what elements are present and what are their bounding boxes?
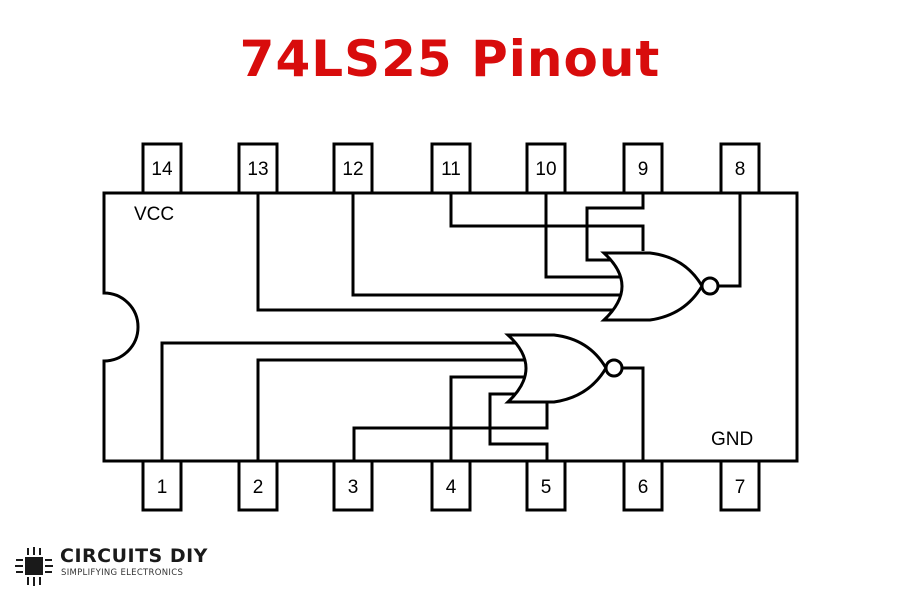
gnd-label: GND: [711, 429, 753, 450]
wire-pin12: [351, 193, 622, 297]
pin-label: 3: [348, 477, 359, 498]
wire-pin8: [718, 193, 742, 288]
pin-box-6: [622, 459, 664, 512]
pin-box-8: [719, 142, 761, 195]
vcc-label: VCC: [134, 204, 174, 225]
pin-box-14: [141, 142, 183, 195]
circuits-diy-logo: CIRCUITS DIY SIMPLIFYING ELECTRONICS: [14, 545, 274, 590]
nor-gate-upper: [600, 251, 704, 322]
pin-box-13: [237, 142, 279, 195]
pin-box-7: [719, 459, 761, 512]
wire-pin1: [160, 341, 516, 461]
nor-gate-lower: [504, 333, 608, 404]
pin-label: 7: [735, 477, 746, 498]
pin-label: 4: [446, 477, 457, 498]
logo-name: CIRCUITS DIY: [60, 545, 208, 567]
inversion-bubble-upper: [700, 276, 720, 296]
pin-label: 14: [151, 159, 173, 180]
page-title: 74LS25 Pinout: [239, 30, 661, 88]
pin-box-9: [622, 142, 664, 195]
pin-label: 11: [441, 159, 461, 180]
pin-label: 10: [535, 159, 556, 180]
wire-pin9: [585, 193, 645, 262]
pin-label: 1: [157, 477, 168, 498]
pin-label: 2: [253, 477, 264, 498]
inversion-bubble-lower: [604, 358, 624, 378]
wire-pin13: [256, 193, 614, 312]
pin-label: 5: [541, 477, 552, 498]
pin-label: 8: [735, 159, 746, 180]
pin-box-4: [430, 459, 472, 512]
wire-pin6: [622, 366, 645, 461]
wire-pin3: [352, 403, 549, 461]
pin-label: 12: [342, 159, 363, 180]
pin-box-12: [332, 142, 374, 195]
pin-box-1: [141, 459, 183, 512]
pin-box-10: [525, 142, 567, 195]
pin-label: 9: [638, 159, 649, 180]
pin-box-3: [332, 459, 374, 512]
wire-pin10: [544, 193, 622, 279]
pin-box-5: [525, 459, 567, 512]
wire-pin5: [488, 392, 549, 461]
pin-label: 6: [638, 477, 649, 498]
wire-pin2: [256, 358, 526, 461]
logo-tagline: SIMPLIFYING ELECTRONICS: [61, 568, 184, 578]
wire-pin4: [449, 375, 526, 461]
pin-label: 13: [247, 159, 268, 180]
chip-icon: [15, 547, 53, 586]
pin-box-2: [237, 459, 279, 512]
